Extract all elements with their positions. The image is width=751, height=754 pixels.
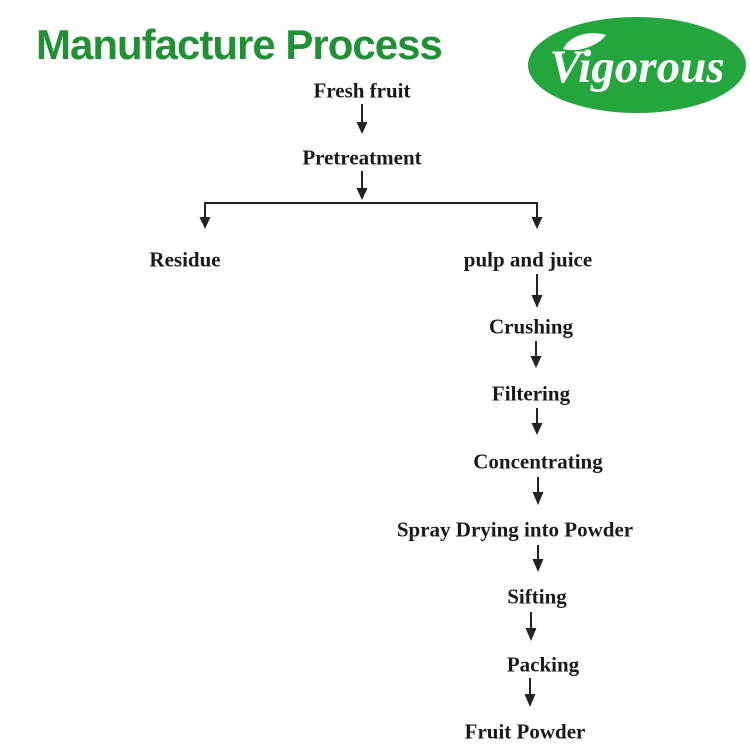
arrow-concentrating-to-spray-drying [532, 477, 544, 505]
arrow-spray-drying-to-sifting [532, 545, 544, 572]
node-fresh-fruit: Fresh fruit [313, 78, 411, 103]
node-packing: Packing [506, 652, 580, 677]
node-concentrating: Concentrating [473, 449, 603, 474]
arrow-fresh-fruit-to-pretreatment [356, 104, 368, 134]
arrow-sifting-to-packing [525, 612, 537, 641]
leaf-icon [563, 33, 606, 51]
node-pretreatment: Pretreatment [302, 145, 422, 170]
vigorous-logo: Vigorous [528, 17, 746, 113]
arrow-packing-to-fruit-powder [524, 678, 536, 707]
arrow-pretreatment-to-branch [356, 171, 368, 200]
logo-text: Vigorous [549, 41, 724, 93]
arrow-pulp-to-crushing [531, 274, 543, 308]
node-pulp-and-juice: pulp and juice [463, 247, 593, 272]
arrow-crushing-to-filtering [530, 341, 542, 368]
node-crushing: Crushing [488, 314, 574, 339]
node-fruit-powder: Fruit Powder [464, 719, 586, 744]
node-sifting: Sifting [507, 584, 567, 609]
node-spray-drying: Spray Drying into Powder [396, 517, 634, 542]
branch-connector [199, 202, 543, 229]
arrow-filtering-to-concentrating [531, 408, 543, 435]
node-residue: Residue [149, 247, 221, 272]
node-filtering: Filtering [491, 381, 571, 406]
page-title: Manufacture Process [36, 21, 443, 68]
